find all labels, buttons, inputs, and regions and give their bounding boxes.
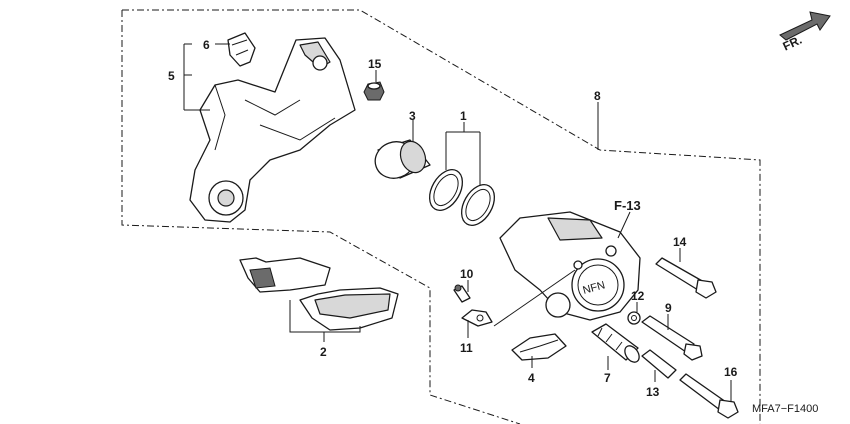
mounting-bolt-upper [655, 257, 717, 299]
pad-retainer-clip [227, 32, 256, 67]
callout-9: 9 [665, 301, 672, 315]
piston-seal-set [428, 169, 496, 226]
brake-pad-set [239, 257, 399, 331]
callout-11: 11 [460, 341, 473, 355]
leader-lines [183, 43, 732, 402]
pad-spring-plate [511, 333, 567, 361]
bleeder-cap [363, 81, 385, 101]
reference-label: F-13 [614, 198, 641, 213]
mounting-bolt-lower [679, 373, 739, 419]
callout-6: 6 [203, 38, 210, 52]
callout-15: 15 [368, 57, 382, 71]
front-arrow-icon [779, 11, 831, 41]
sealing-washer-hole [631, 315, 637, 321]
assembly-outline [121, 9, 761, 424]
callout-14: 14 [673, 235, 687, 249]
pin-sleeve [641, 349, 677, 379]
callout-1: 1 [460, 109, 467, 123]
callout-12: 12 [631, 289, 645, 303]
callout-8: 8 [594, 89, 601, 103]
sealing-washer [627, 311, 641, 325]
callout-10: 10 [460, 267, 474, 281]
callout-4: 4 [528, 371, 535, 385]
caliper-bracket [189, 37, 356, 223]
diagram-code: MFA7−F1400 [752, 403, 818, 415]
caliper-logo: NFN [582, 279, 607, 296]
callout-16: 16 [724, 365, 738, 379]
bleeder-valve [453, 284, 471, 303]
pin-boot [591, 323, 640, 363]
callout-labels: 6 5 15 3 1 8 F-13 14 10 12 9 11 2 4 7 13… [168, 38, 738, 399]
callout-5: 5 [168, 69, 175, 83]
front-direction-indicator: FR. [779, 11, 831, 54]
callout-7: 7 [604, 371, 611, 385]
caliper-piston [374, 139, 431, 179]
callout-3: 3 [409, 109, 416, 123]
callout-13: 13 [646, 385, 660, 399]
callout-2: 2 [320, 345, 327, 359]
caliper-pin-bolt [641, 315, 703, 361]
pad-spring [461, 309, 493, 327]
caliper-body: NFN [499, 211, 641, 321]
